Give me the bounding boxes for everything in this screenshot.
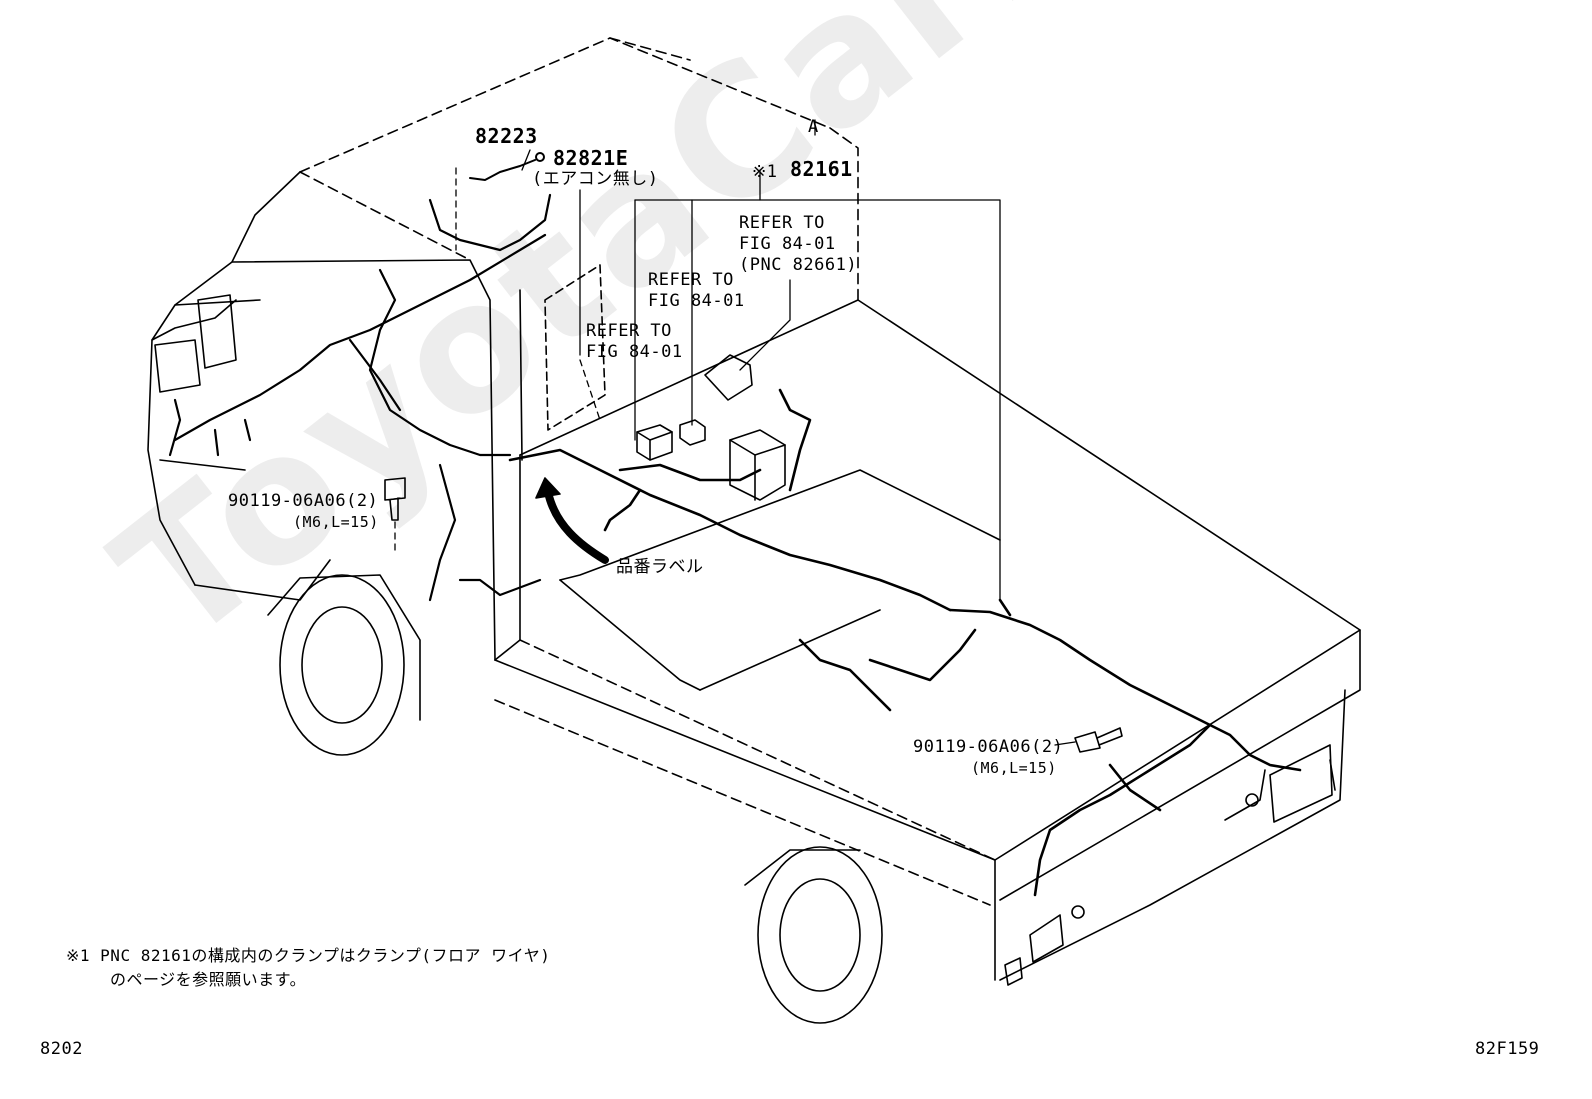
part-number-82223: 82223 (475, 124, 538, 148)
label-arrow (535, 477, 609, 564)
refer-note-c-line2: FIG 84-01 (586, 342, 683, 362)
refer-note-a-line2: FIG 84-01 (739, 234, 836, 254)
floor-harness (508, 388, 1302, 897)
cab-roof-outline (299, 37, 859, 301)
front-lamp (154, 294, 237, 393)
truck-bed (494, 299, 1361, 981)
relay-icon-mid (679, 419, 706, 446)
bolt-icon-right (1074, 727, 1123, 753)
front-wheel (267, 574, 421, 756)
part-note-82821e: (エアコン無し) (532, 169, 659, 189)
bracket-icon (704, 354, 753, 401)
leader-lines-dashed (394, 167, 601, 551)
reference-mark: ※1 (752, 162, 778, 182)
section-mark: A (808, 117, 819, 137)
bolt-spec-left: (M6,L=15) (293, 513, 379, 531)
refer-note-a-line3: (PNC 82661) (739, 255, 858, 275)
leader-lines (387, 119, 1076, 746)
footnote-line2: のページを参照願います。 (110, 970, 307, 989)
junction-block-icon (729, 429, 786, 501)
front-harness (168, 193, 552, 602)
part-number-label-tag: 品番ラベル (616, 557, 704, 577)
back-window (544, 264, 606, 431)
cab-body-outline (147, 171, 521, 661)
bolt-part-number-left: 90119-06A06(2) (228, 491, 379, 511)
refer-note-b-line2: FIG 84-01 (648, 291, 745, 311)
refer-note-b-line1: REFER TO (648, 270, 734, 290)
rear-wheel (744, 846, 883, 1024)
bolt-part-number-right: 90119-06A06(2) (913, 737, 1064, 757)
figure-code: 82F159 (1475, 1039, 1540, 1059)
rear-pillar (519, 289, 523, 461)
part-number-82821e: 82821E (553, 146, 629, 170)
bed-floor-dashed (494, 639, 996, 906)
tailgate-details (1004, 744, 1333, 986)
page-code: 8202 (40, 1039, 83, 1059)
bolt-spec-right: (M6,L=15) (971, 759, 1057, 777)
relay-icon-left (636, 424, 673, 461)
footnote-line1: ※1 PNC 82161の構成内のクランプはクランプ(フロア ワイヤ) (66, 946, 551, 965)
bolt-icon-left (384, 477, 406, 521)
part-number-82161: 82161 (790, 157, 853, 181)
refer-note-a-line1: REFER TO (739, 213, 825, 233)
refer-note-c-line1: REFER TO (586, 321, 672, 341)
